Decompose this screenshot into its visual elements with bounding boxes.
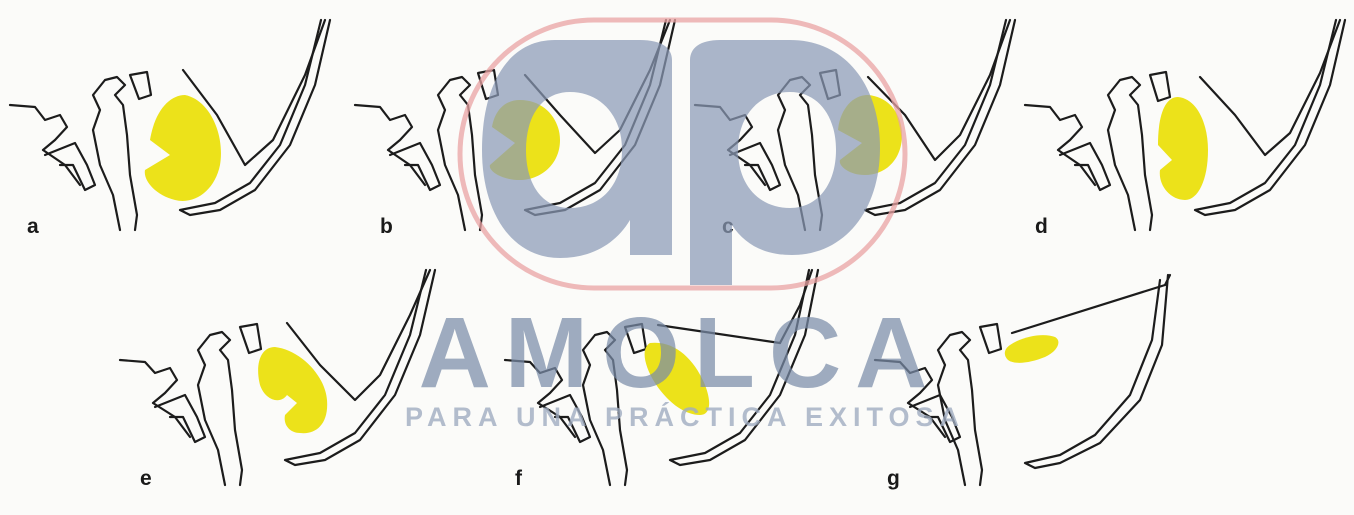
anatomy-drawing-e [115, 265, 445, 495]
panel-a: a [5, 15, 335, 265]
anatomy-drawing-b [350, 15, 680, 245]
panel-label: f [515, 467, 522, 491]
panel-label: d [1035, 215, 1048, 239]
panel-label: a [27, 215, 39, 239]
panel-c: c [690, 15, 1020, 265]
tongue-highlight [1158, 97, 1208, 200]
panel-label: c [722, 215, 734, 239]
panel-label: e [140, 467, 152, 491]
tongue-highlight [145, 95, 221, 201]
pharyngeal-diagram-figure: a b [0, 0, 1354, 493]
tongue-highlight [838, 95, 902, 175]
panel-label: g [887, 467, 900, 491]
panel-d: d [1020, 15, 1350, 265]
anatomy-drawing-c [690, 15, 1020, 245]
anatomy-drawing-a [5, 15, 335, 245]
anatomy-drawing-g [870, 265, 1200, 495]
anatomy-outline [875, 275, 1170, 485]
panel-b: b [350, 15, 680, 265]
panel-label: b [380, 215, 393, 239]
panel-e: e [115, 265, 445, 515]
panel-g: g [870, 265, 1200, 515]
tongue-highlight [490, 100, 560, 180]
anatomy-drawing-d [1020, 15, 1350, 245]
anatomy-drawing-f [500, 265, 830, 495]
panel-f: f [500, 265, 830, 515]
tongue-highlight [1005, 335, 1059, 363]
tongue-highlight [645, 343, 710, 415]
